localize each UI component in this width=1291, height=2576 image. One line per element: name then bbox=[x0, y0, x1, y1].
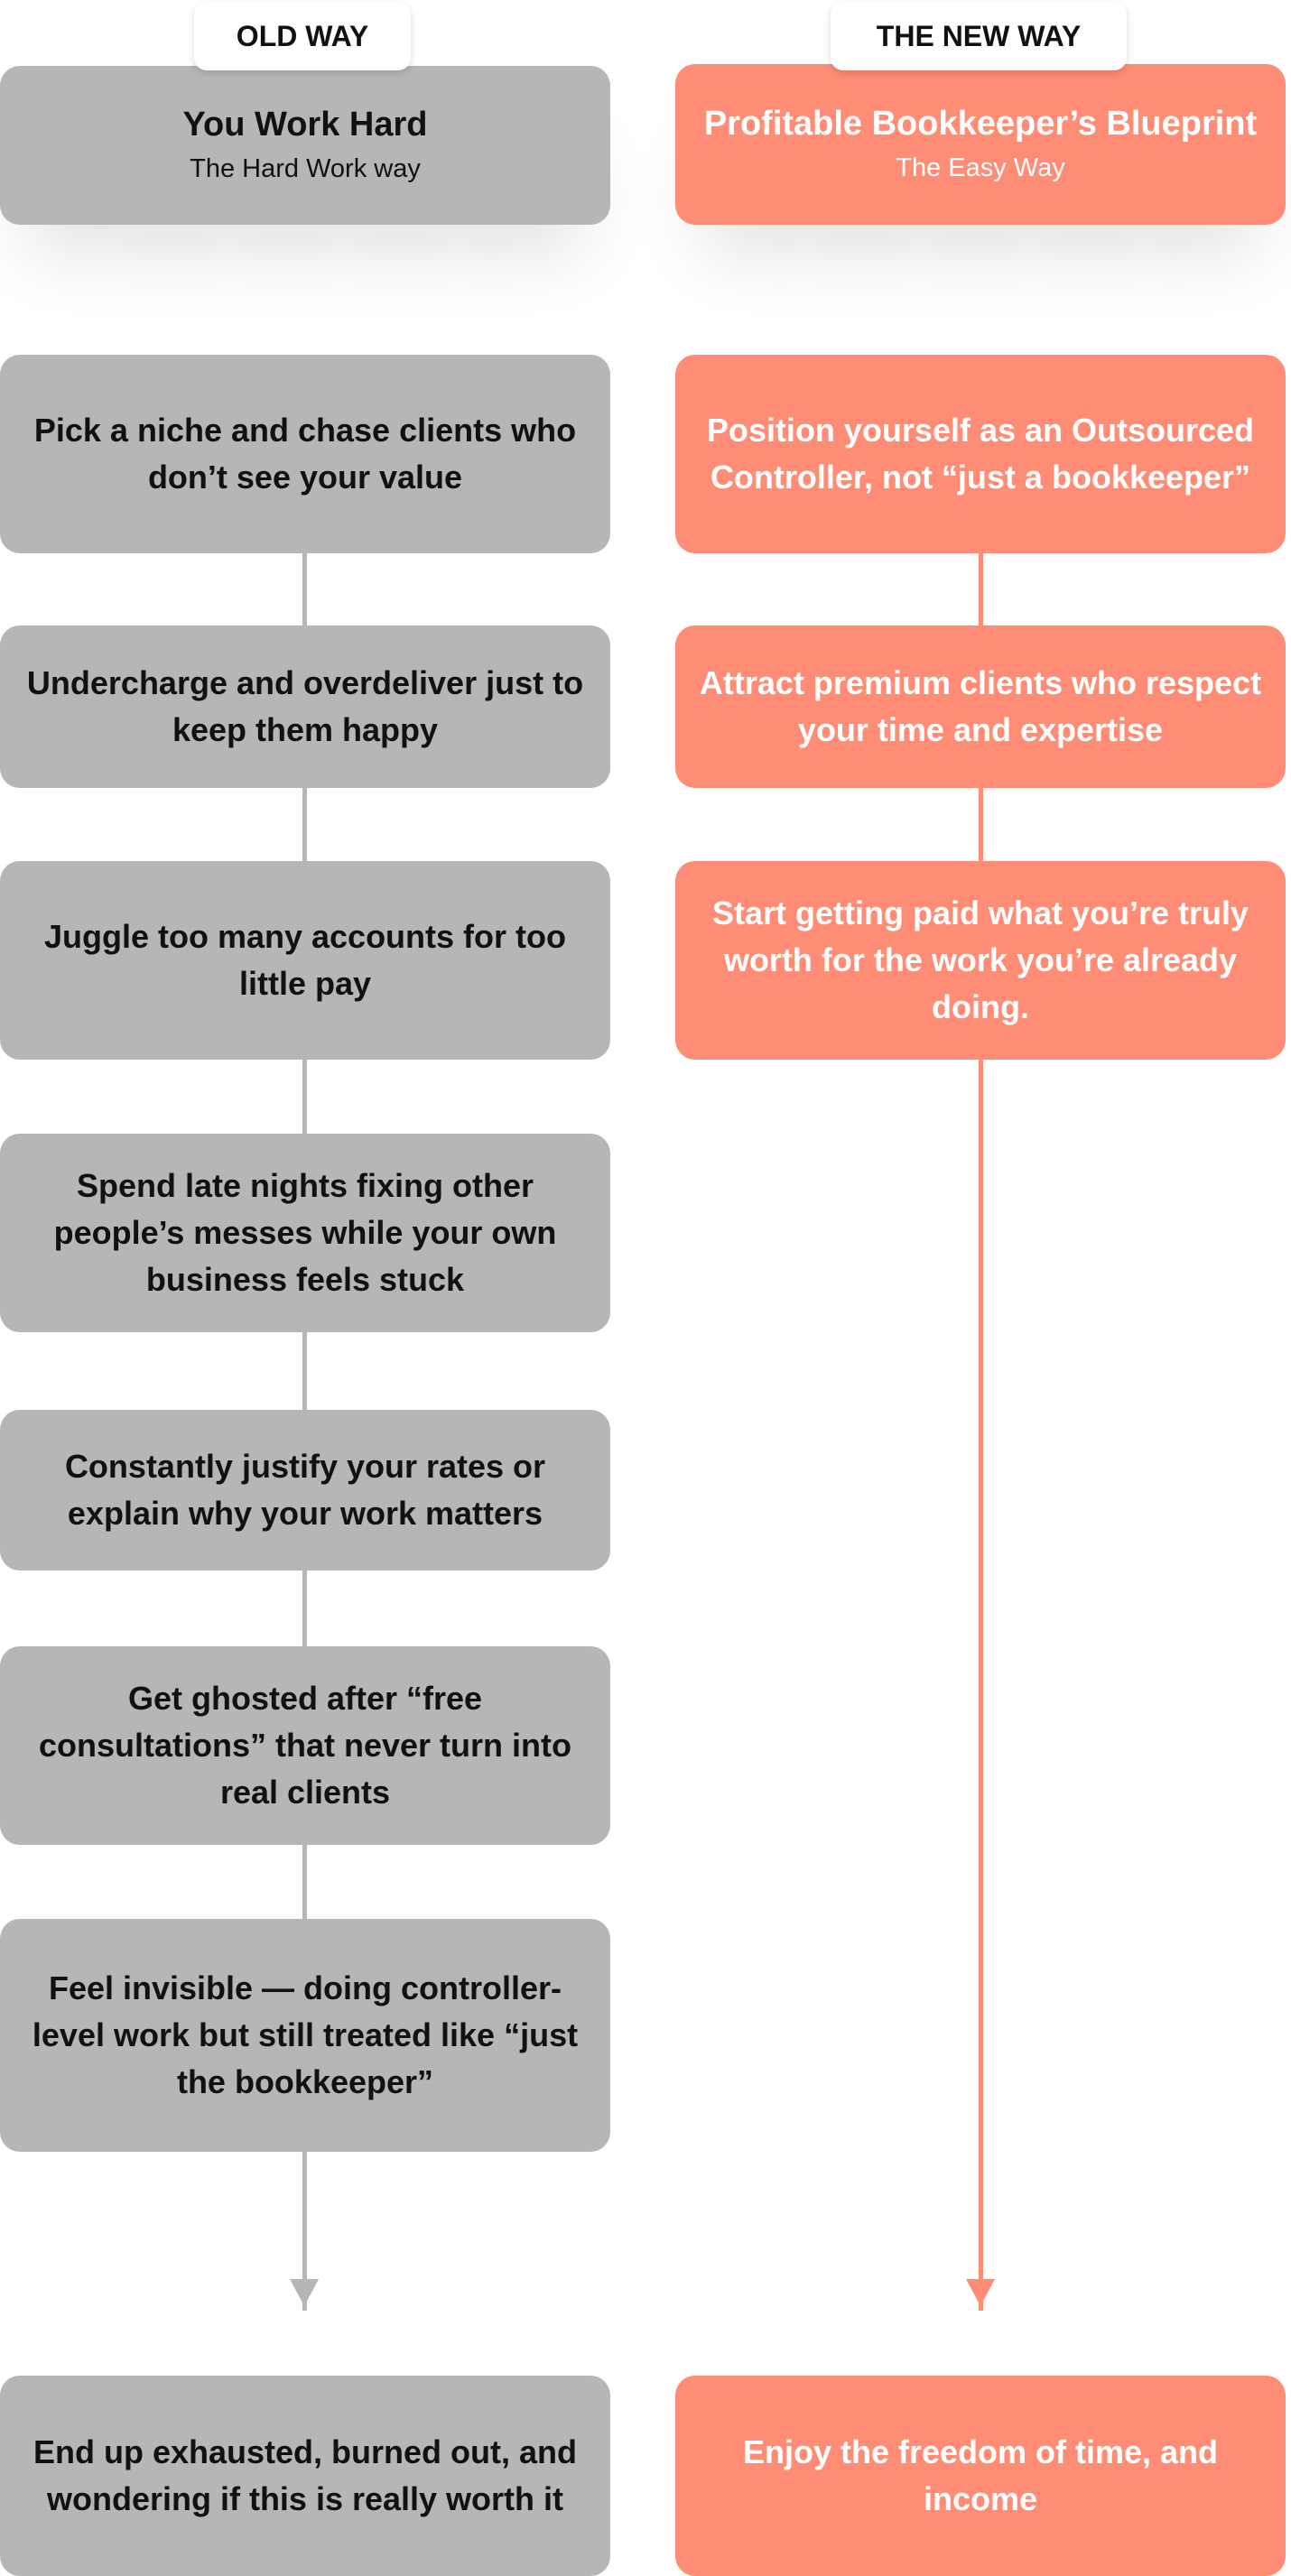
old-way-header: You Work Hard The Hard Work way bbox=[0, 66, 610, 225]
old-step: Get ghosted after “free consultations” t… bbox=[0, 1646, 610, 1845]
new-way-arrowhead-icon bbox=[966, 2279, 995, 2306]
old-way-badge: OLD WAY bbox=[194, 2, 411, 70]
old-step: Juggle too many accounts for too little … bbox=[0, 861, 610, 1060]
new-way-header: Profitable Bookkeeper’s Blueprint The Ea… bbox=[675, 64, 1286, 225]
old-step: Constantly justify your rates or explain… bbox=[0, 1410, 610, 1571]
old-step: Undercharge and overdeliver just to keep… bbox=[0, 625, 610, 788]
new-step: Position yourself as an Outsourced Contr… bbox=[675, 355, 1286, 553]
new-step: Start getting paid what you’re truly wor… bbox=[675, 861, 1286, 1060]
old-outcome: End up exhausted, burned out, and wonder… bbox=[0, 2376, 610, 2576]
new-header-subtitle: The Easy Way bbox=[896, 153, 1065, 182]
old-header-subtitle: The Hard Work way bbox=[190, 154, 421, 183]
old-step: Feel invisible — doing controller-level … bbox=[0, 1919, 610, 2152]
new-header-title: Profitable Bookkeeper’s Blueprint bbox=[703, 105, 1258, 143]
new-outcome: Enjoy the freedom of time, and income bbox=[675, 2376, 1286, 2576]
new-way-connector-line bbox=[979, 542, 983, 2311]
old-step: Spend late nights fixing other people’s … bbox=[0, 1134, 610, 1332]
old-header-title: You Work Hard bbox=[182, 106, 428, 144]
new-way-badge: THE NEW WAY bbox=[831, 2, 1127, 70]
old-way-arrowhead-icon bbox=[290, 2279, 319, 2306]
new-step: Attract premium clients who respect your… bbox=[675, 625, 1286, 788]
old-step: Pick a niche and chase clients who don’t… bbox=[0, 355, 610, 553]
